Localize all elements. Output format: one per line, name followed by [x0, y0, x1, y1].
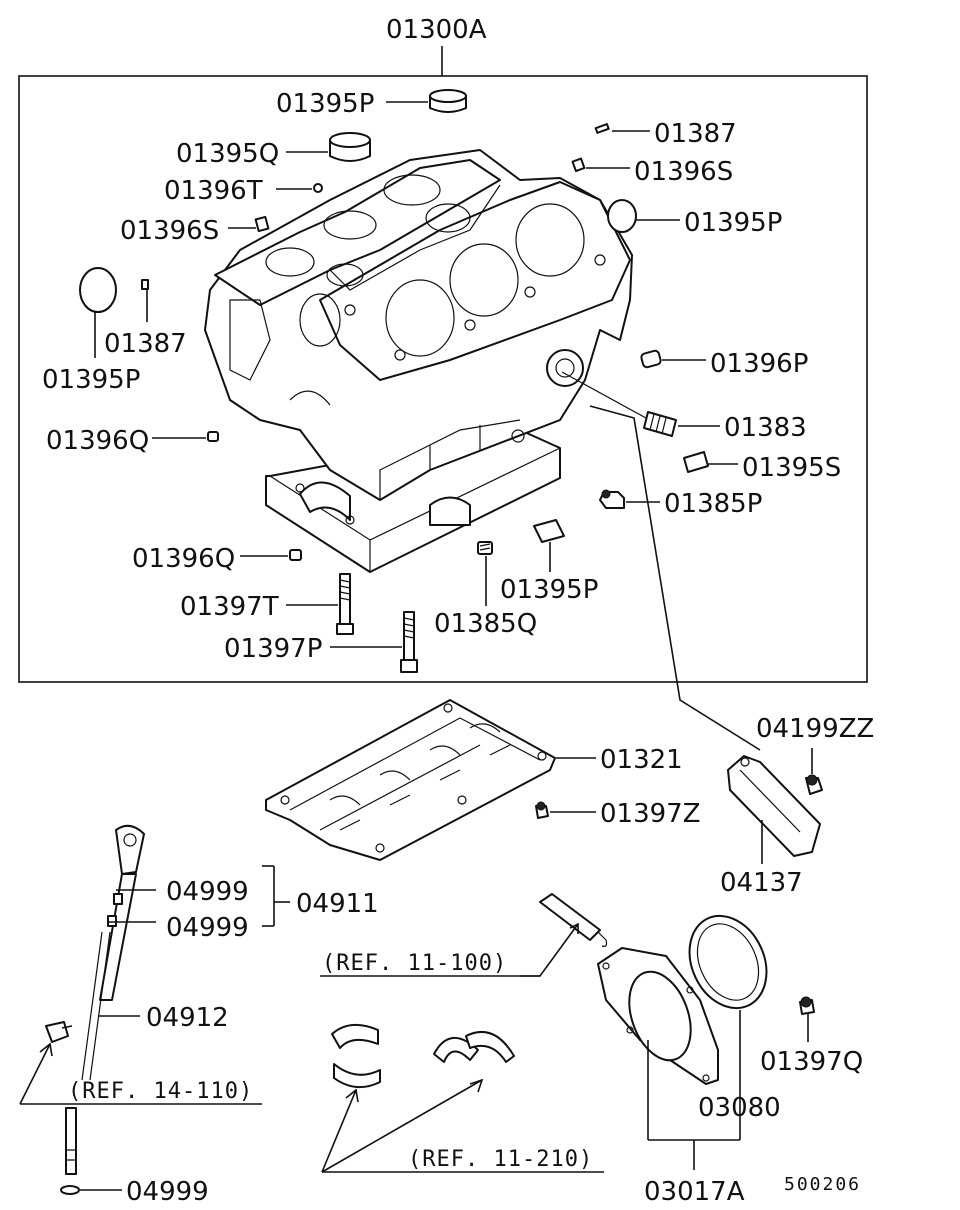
assembly-box [18, 46, 868, 683]
cylinder-block-drawing [204, 149, 633, 573]
label-01395S: 01395S [742, 453, 841, 483]
label-01300A: 01300A [386, 15, 487, 45]
label-01321: 01321 [600, 745, 683, 775]
label-01387-right: 01387 [654, 119, 737, 149]
diagram-code: 500206 [784, 1174, 861, 1195]
label-01396S-right: 01396S [634, 157, 733, 187]
bedplate-drawing [265, 699, 596, 861]
label-04999-b: 04999 [166, 913, 249, 943]
label-01395P-left: 01395P [42, 365, 140, 395]
label-03080: 03080 [698, 1093, 781, 1123]
label-04137: 04137 [720, 868, 803, 898]
label-01387-left: 01387 [104, 329, 187, 359]
ref-14-110: (REF. 14-110) [68, 1079, 253, 1104]
label-01395P-top: 01395P [276, 89, 374, 119]
label-01395P-right: 01395P [684, 208, 782, 238]
label-01395Q: 01395Q [176, 139, 279, 169]
oil-level-gauge-bracket [589, 405, 823, 864]
label-01397P: 01397P [224, 634, 322, 664]
box-leader-lines [94, 101, 738, 648]
label-04911: 04911 [296, 889, 379, 919]
label-01397Z: 01397Z [600, 799, 701, 829]
label-01397T: 01397T [180, 592, 279, 622]
label-01397Q: 01397Q [760, 1047, 863, 1077]
label-01396Q-lower: 01396Q [132, 544, 235, 574]
part-labels: 01300A 01395P 01395Q 01396T 01396S 01387… [42, 15, 874, 1207]
label-01385Q: 01385Q [434, 609, 537, 639]
label-04999-a: 04999 [166, 877, 249, 907]
label-04199ZZ: 04199ZZ [756, 714, 874, 744]
box-small-parts [79, 89, 709, 673]
label-01396P: 01396P [710, 349, 808, 379]
label-01396T: 01396T [164, 176, 263, 206]
label-04912: 04912 [146, 1003, 229, 1033]
label-04999-c: 04999 [126, 1177, 209, 1207]
ref-11-100: (REF. 11-100) [322, 951, 507, 976]
label-01396S-left: 01396S [120, 216, 219, 246]
rear-seal-drawing [320, 893, 815, 1170]
label-01385P: 01385P [664, 489, 762, 519]
label-03017A: 03017A [644, 1177, 745, 1207]
bearings-drawing [321, 1023, 604, 1173]
label-01383: 01383 [724, 413, 807, 443]
label-01395P-bottom: 01395P [500, 575, 598, 605]
label-01396Q-upper: 01396Q [46, 426, 149, 456]
dipstick-drawing [19, 824, 290, 1195]
ref-11-210: (REF. 11-210) [408, 1147, 593, 1172]
